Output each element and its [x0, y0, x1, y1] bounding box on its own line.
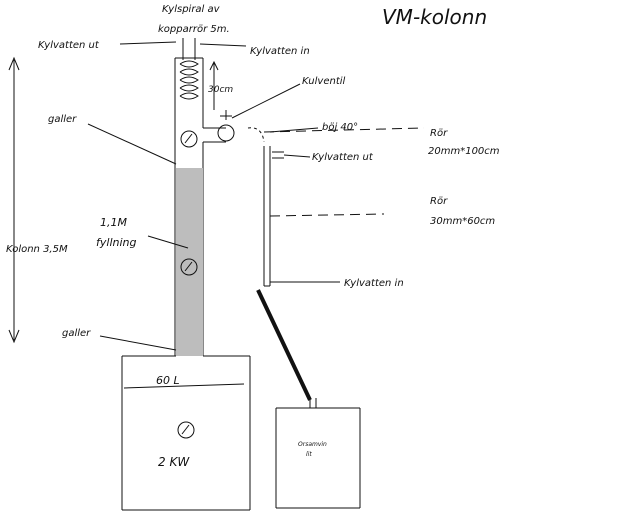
bend-arc: [247, 127, 265, 143]
label-pipe1-2: 20mm*100cm: [428, 146, 500, 157]
label-grid-bottom: galler: [62, 328, 91, 339]
label-cooling-water-out-top: Kylvatten ut: [38, 40, 100, 51]
thermometer-dial-icon: [180, 258, 198, 276]
leader-packing: [147, 235, 189, 249]
label-cooling-water-in-top: Kylvatten in: [250, 46, 310, 57]
label-grid-top: galler: [48, 114, 77, 125]
leader-cooling-out-top: [119, 41, 177, 45]
spiral-height-arrow: [209, 60, 219, 110]
label-pipe2-1: Rör: [430, 196, 448, 207]
label-packing-2: fyllning: [96, 236, 136, 249]
label-pipe2-2: 30mm*60cm: [430, 216, 495, 227]
label-ball-valve: Kulventil: [302, 76, 346, 87]
outlet-pipe: [256, 289, 312, 401]
leader-grid-bottom: [99, 335, 177, 351]
label-receiver-1: Orsamvin: [298, 441, 327, 448]
label-cooling-spiral-1: Kylspiral av: [162, 4, 221, 15]
label-spiral-height: 30cm: [208, 85, 233, 95]
label-cooling-water-out-right: Kylvatten ut: [312, 152, 374, 163]
label-column-height: Kolonn 3,5M: [6, 244, 68, 255]
label-cooling-spiral-2: kopparrör 5m.: [158, 24, 230, 35]
leader-ball-valve: [231, 83, 301, 119]
cooling-water-out-stub: [272, 151, 284, 159]
pipe2-leader: [269, 213, 385, 217]
diagram-title: VM-kolonn: [382, 5, 487, 29]
label-pipe1-1: Rör: [430, 128, 448, 139]
label-packing-1: 1,1M: [100, 216, 127, 229]
column-height-arrow: [8, 56, 20, 344]
thermometer-dial-icon: [177, 421, 195, 439]
condenser-pipe: [263, 146, 271, 287]
boiler: [121, 355, 251, 511]
packing-fill: [176, 168, 203, 356]
leader-cooling-out-right: [283, 154, 311, 158]
label-receiver-2: lit: [306, 451, 312, 458]
receiver-vessel: [275, 398, 361, 509]
side-arm: [203, 110, 235, 143]
label-cooling-water-in-right: Kylvatten in: [344, 278, 404, 289]
pipe1-leader: [263, 127, 425, 133]
label-boiler-volume: 60 L: [156, 374, 180, 387]
thermometer-dial-icon: [180, 130, 198, 148]
cooling-spiral: [179, 38, 199, 100]
leader-grid-top: [87, 123, 177, 165]
label-bend: böj 40°: [322, 122, 358, 133]
label-heater-power: 2 KW: [158, 455, 190, 469]
leader-bend: [269, 127, 319, 133]
leader-cooling-in-top: [199, 43, 247, 47]
